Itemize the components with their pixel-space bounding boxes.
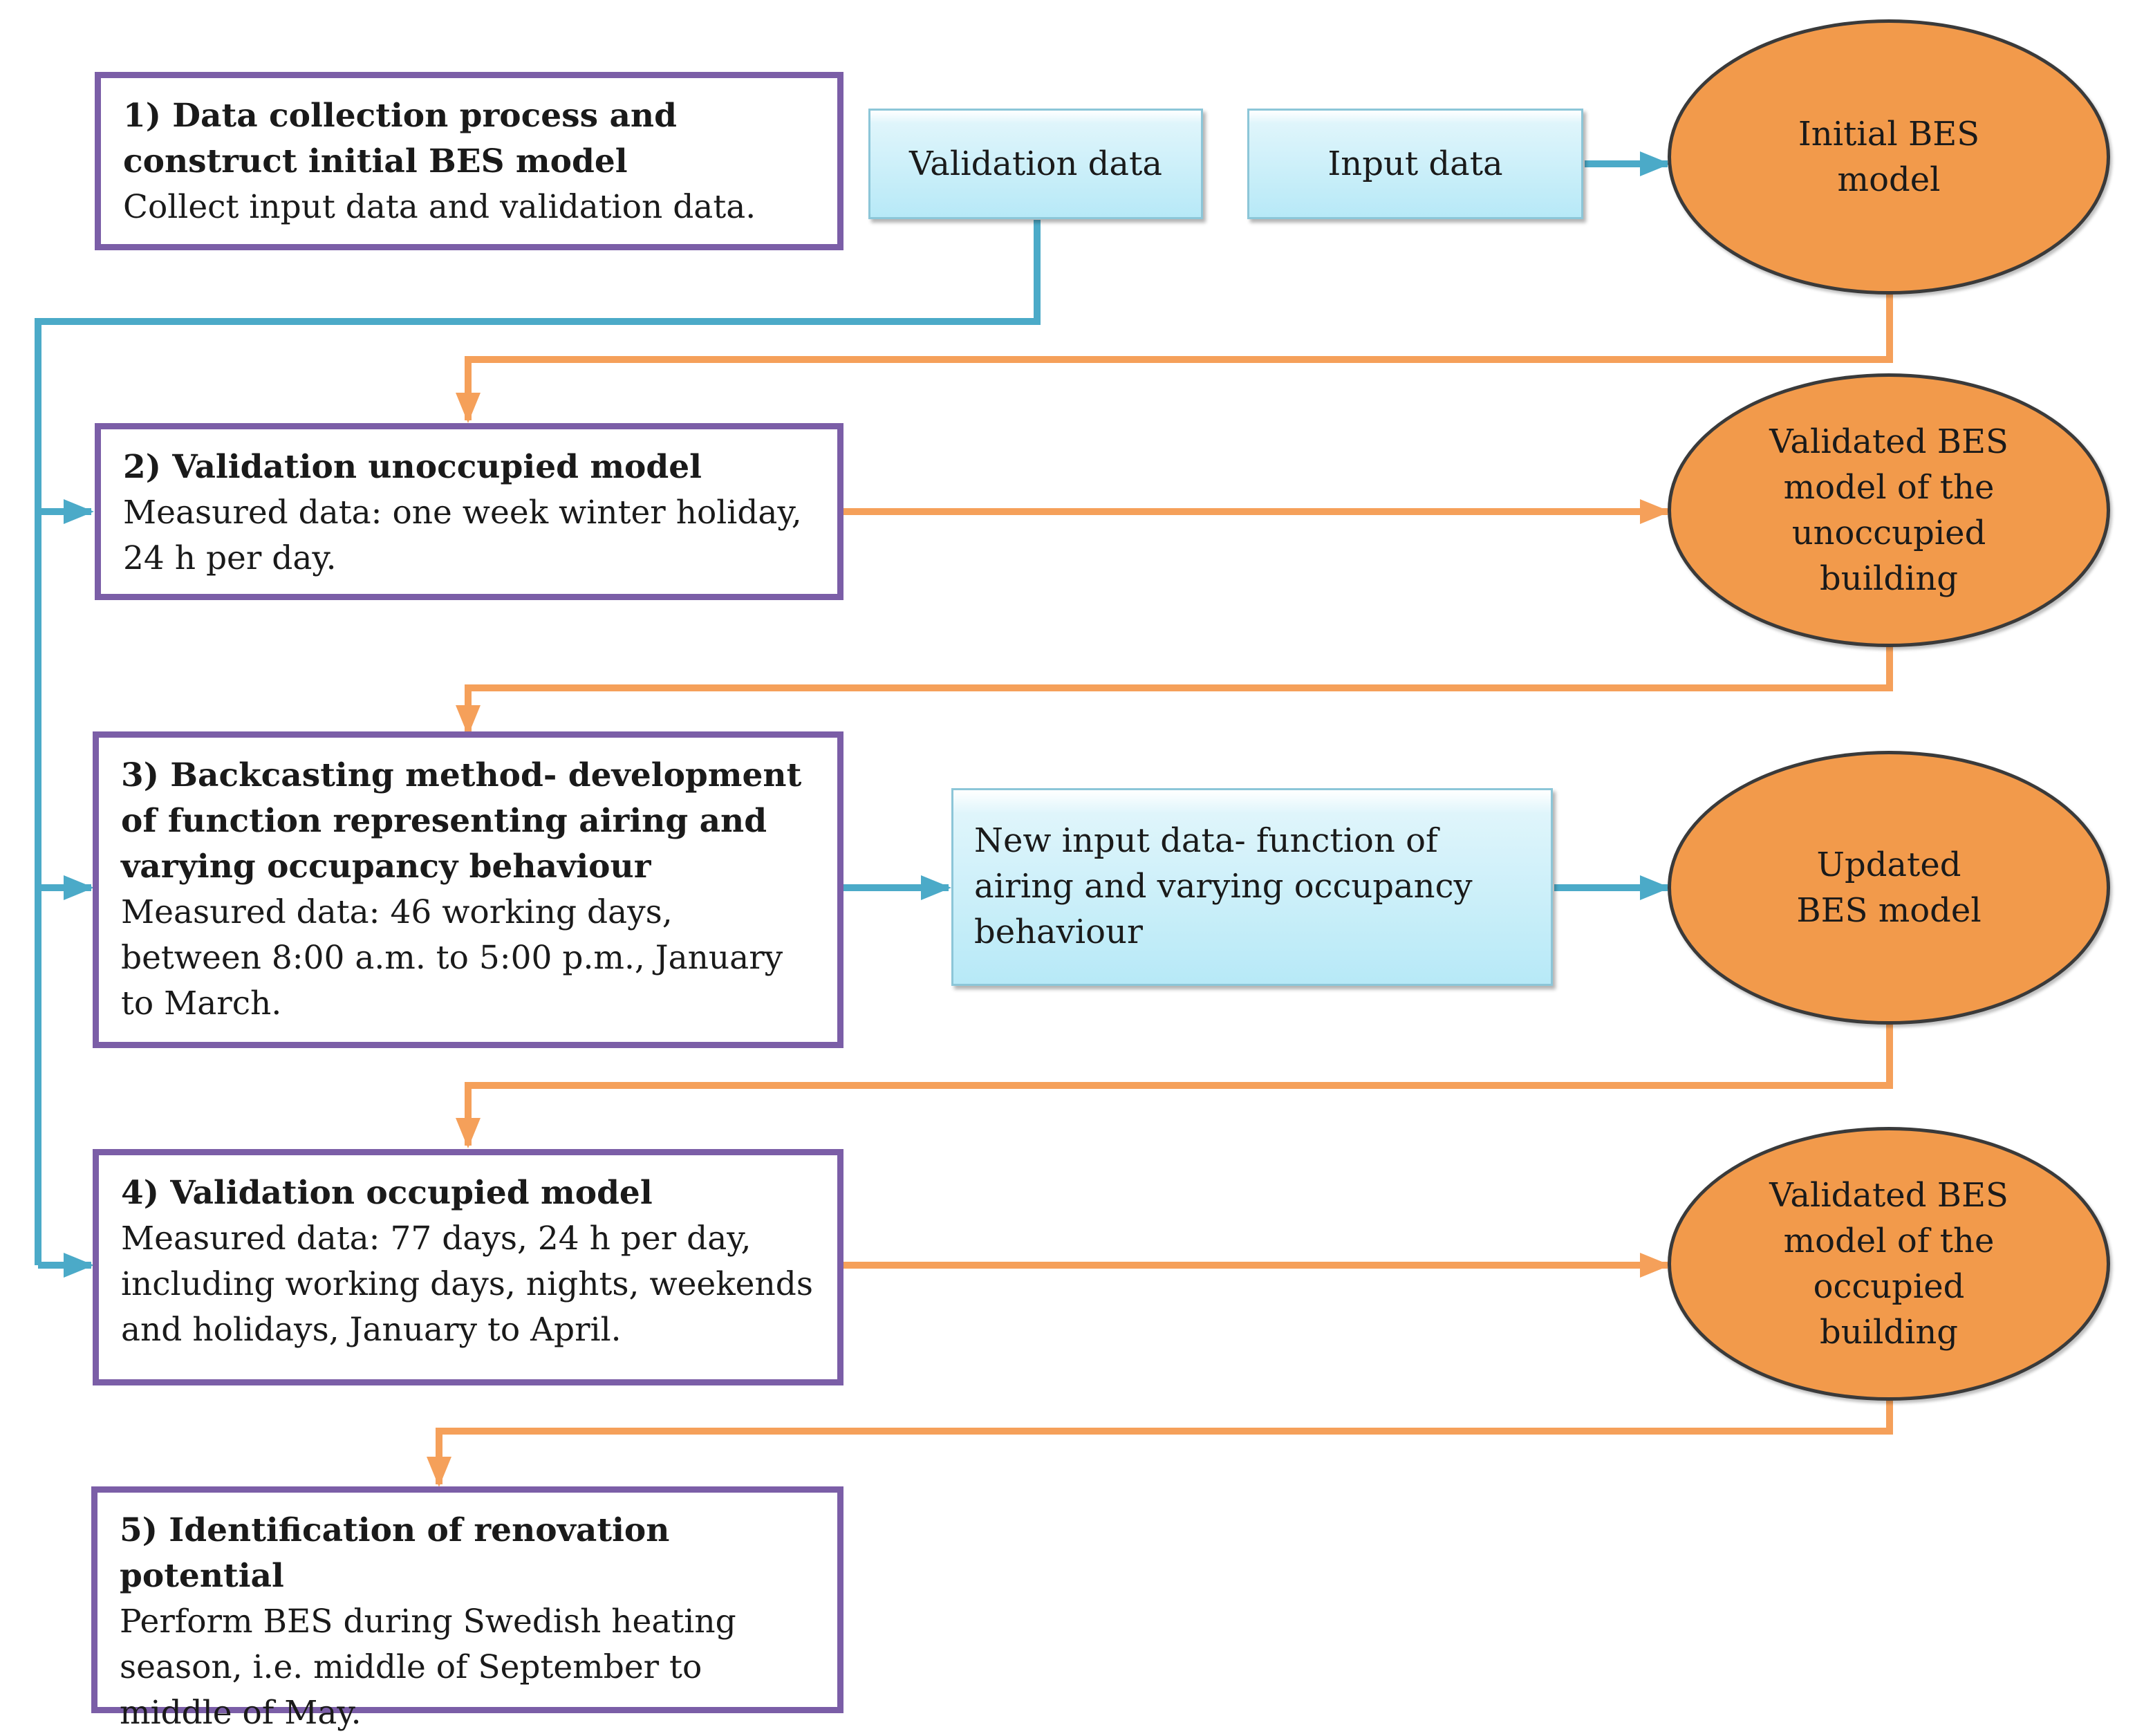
step-2-title: 2) Validation unoccupied model — [123, 448, 702, 486]
new-input-data-box: New input data- function of airing and v… — [951, 788, 1553, 986]
updated-bes-model: Updated BES model — [1668, 751, 2110, 1025]
step-4-title: 4) Validation occupied model — [121, 1174, 653, 1212]
step-1-description: Collect input data and validation data. — [123, 188, 756, 226]
step-3-title: 3) Backcasting method- development of fu… — [121, 756, 802, 886]
initial-bes-model: Initial BES model — [1668, 19, 2110, 295]
orange-arrow-initial-to-step-2 — [456, 294, 1893, 423]
orange-arrow-updated-to-step-4 — [456, 1023, 1893, 1148]
validated-unoccupied-label: Validated BES model of the unoccupied bu… — [1769, 422, 2008, 598]
step-3-description: Measured data: 46 working days, between … — [121, 893, 783, 1023]
validated-occupied-label: Validated BES model of the occupied buil… — [1769, 1176, 2008, 1352]
orange-arrow-validated-unoccupied-to-step-3 — [456, 646, 1893, 736]
validation-data-box: Validation data — [868, 109, 1203, 219]
step-1-box: 1) Data collection process and construct… — [95, 72, 843, 250]
updated-bes-model-label: Updated BES model — [1796, 846, 1982, 930]
orange-arrow-validated-occupied-to-step-5 — [427, 1400, 1893, 1487]
step-2-box: 2) Validation unoccupied model Measured … — [95, 423, 843, 600]
input-data-box: Input data — [1247, 109, 1583, 219]
validation-data-feed — [35, 151, 1670, 1278]
step-2-description: Measured data: one week winter holiday, … — [123, 494, 802, 577]
initial-bes-model-label: Initial BES model — [1798, 115, 1980, 199]
step-1-title: 1) Data collection process and construct… — [123, 97, 677, 180]
step-4-description: Measured data: 77 days, 24 h per day, in… — [121, 1220, 813, 1349]
step-4-box: 4) Validation occupied model Measured da… — [93, 1149, 843, 1385]
step-5-description: Perform BES during Swedish heating seaso… — [120, 1603, 736, 1732]
step-3-box: 3) Backcasting method- development of fu… — [93, 731, 843, 1048]
step-5-title: 5) Identification of renovation potentia… — [120, 1511, 670, 1595]
model-flow — [427, 294, 1893, 1487]
step-5-box: 5) Identification of renovation potentia… — [91, 1486, 843, 1732]
validated-bes-model-unoccupied: Validated BES model of the unoccupied bu… — [1668, 373, 2110, 647]
validated-bes-model-occupied: Validated BES model of the occupied buil… — [1668, 1127, 2110, 1401]
